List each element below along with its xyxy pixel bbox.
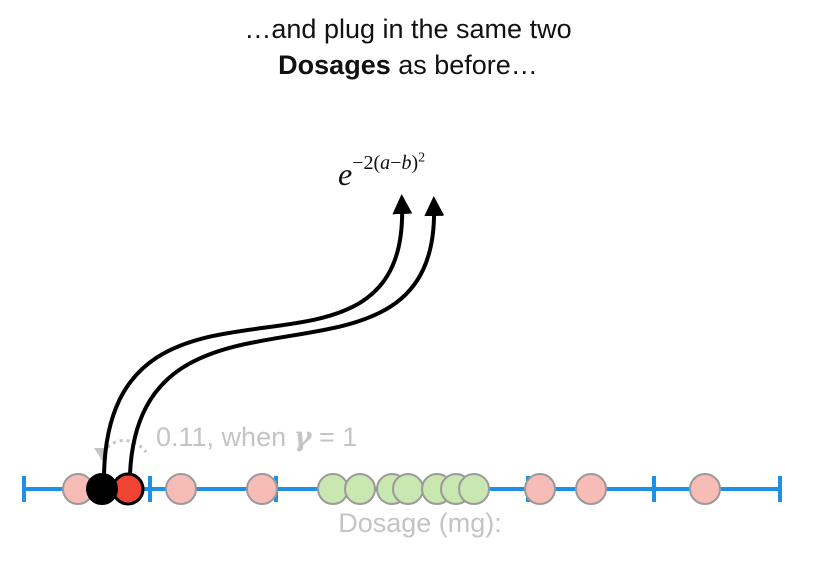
pink-dosage-point [524,473,556,505]
faint-loop-arrow [100,439,148,461]
formula-base: e [338,156,353,192]
heading-dosages-word: Dosages [278,50,391,80]
pink-dosage-point [246,473,278,505]
green-dosage-point [344,473,376,505]
pink-dosage-point [165,473,197,505]
green-dosage-point [392,473,424,505]
arrow-dosage-b-to-formula [128,196,445,475]
gamma-annotation: 0.11, when γ = 1 [156,422,358,453]
arrow-dosage-a-to-formula [102,194,413,475]
heading-line-2-rest: as before… [390,50,538,80]
pink-dosage-point [689,473,721,505]
pink-dosage-point [575,473,607,505]
formula-exponent: −2(a−b)2 [352,150,426,174]
axis-label: Dosage (mg): [338,508,502,538]
green-dosage-point [317,473,349,505]
heading-line-1: …and plug in the same two [244,14,572,44]
heading-line-2: Dosages as before… [0,48,816,82]
rbf-kernel-formula: e−2(a−b)2 [338,150,425,193]
selected-dosage-a [86,473,118,505]
green-dosage-point [458,473,490,505]
